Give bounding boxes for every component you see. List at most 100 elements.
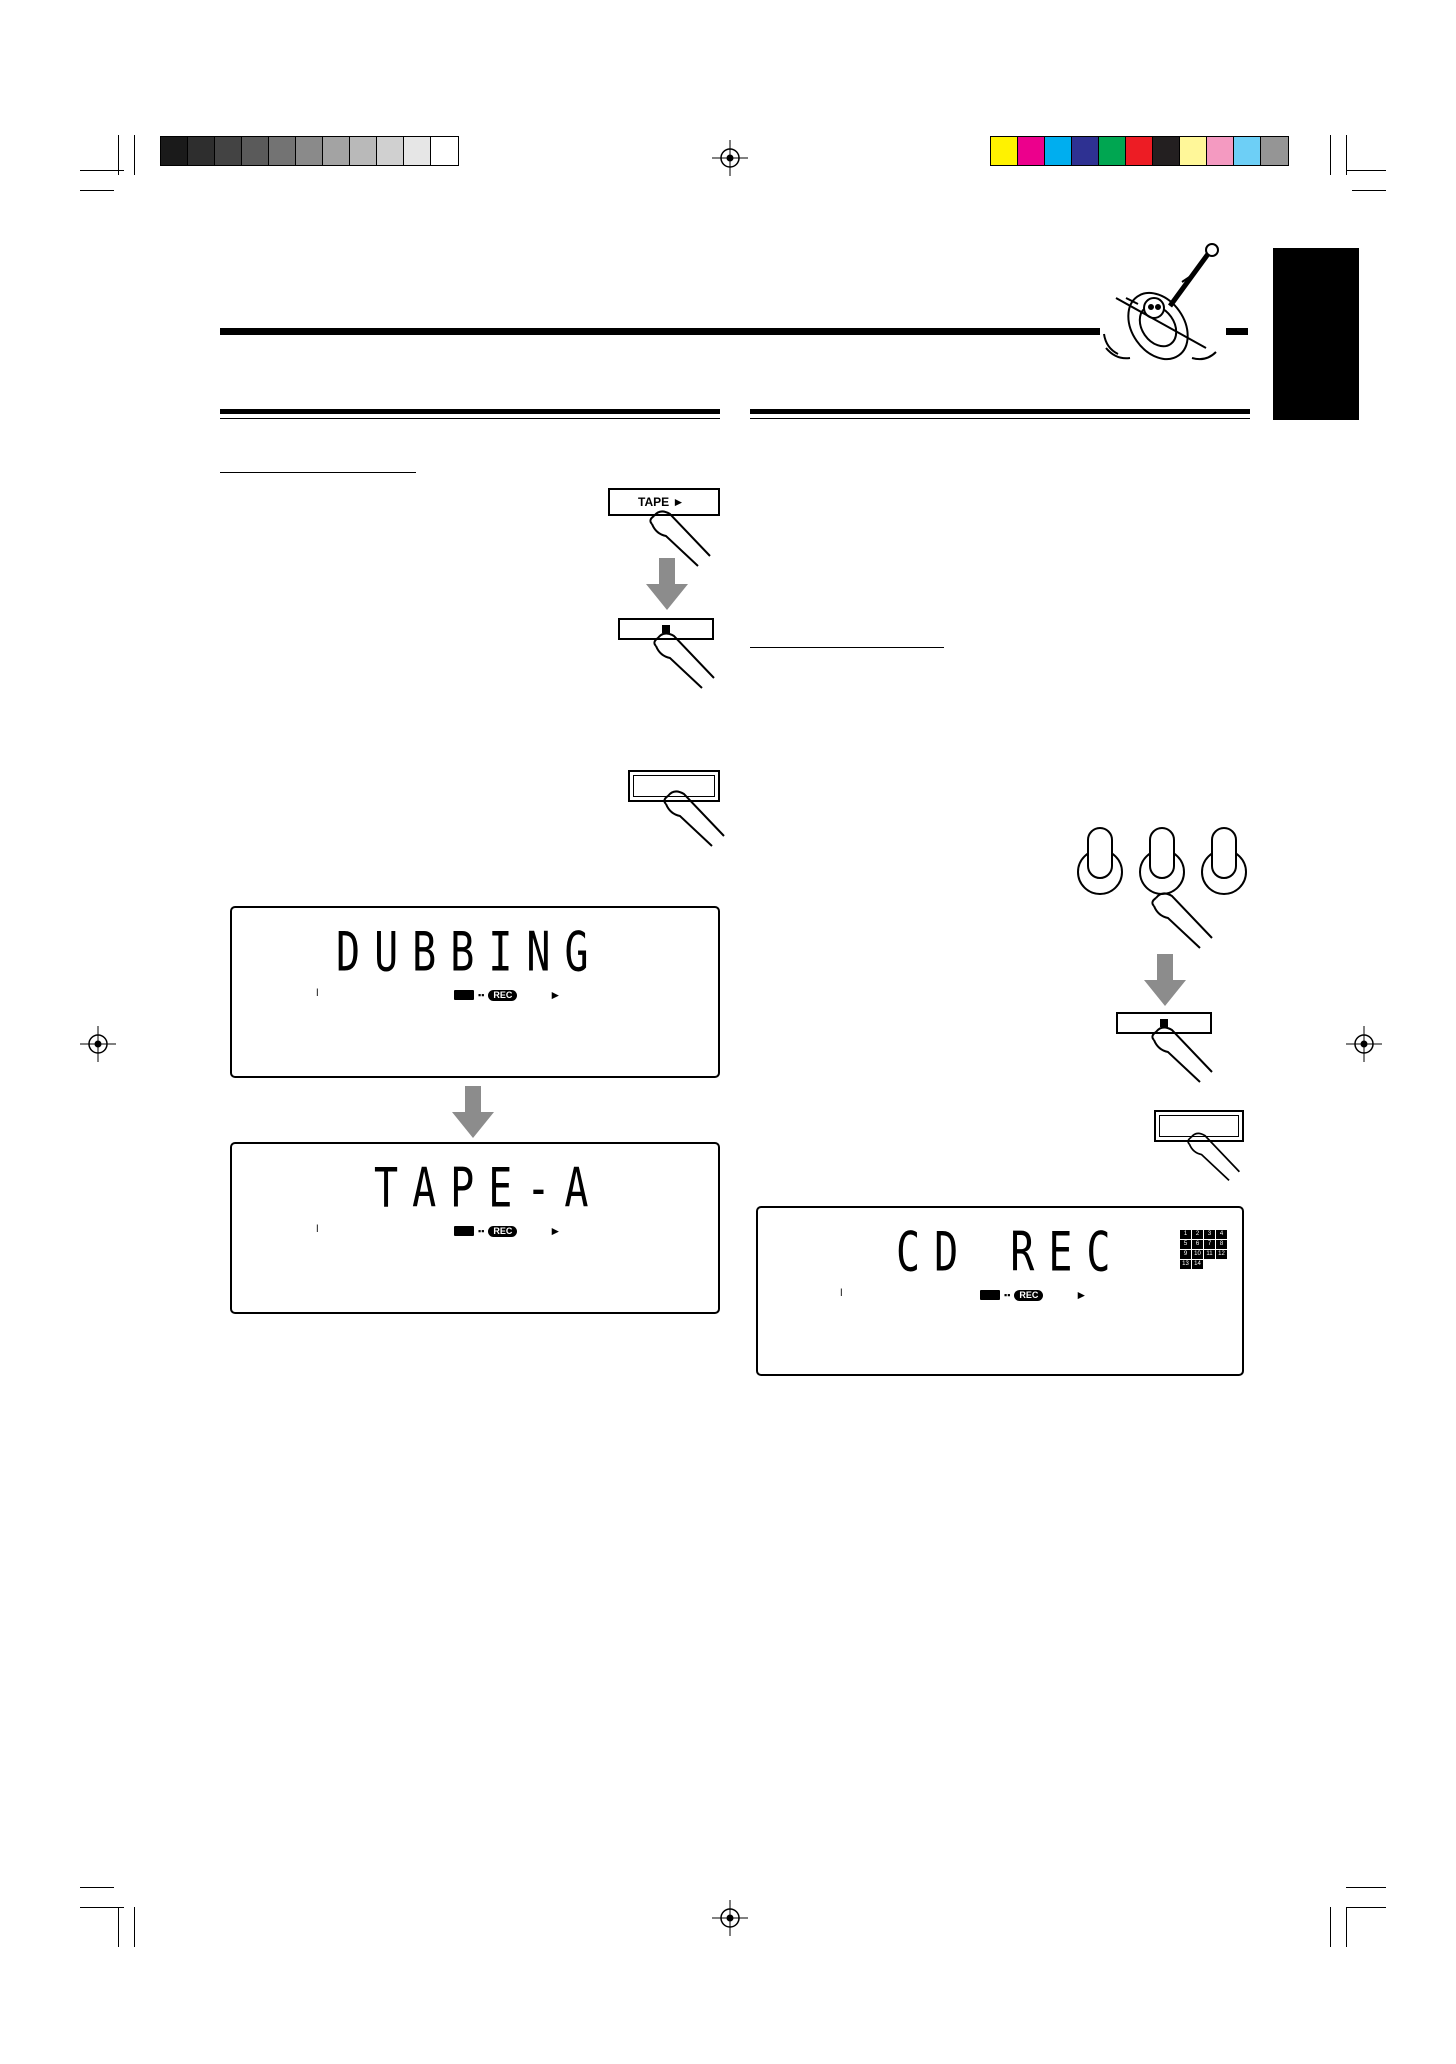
tick-mark: ǀ <box>316 1224 319 1235</box>
pressing-finger-icon <box>1151 892 1213 949</box>
gray-swatch <box>269 137 296 165</box>
color-swatch <box>1180 137 1207 165</box>
crop-mark <box>80 1887 114 1888</box>
indicator-row: ǀ <box>316 1224 319 1235</box>
color-swatch <box>1045 137 1072 165</box>
crop-mark <box>1346 1887 1386 1888</box>
tape-icon <box>454 990 474 1000</box>
registration-target-icon <box>80 1026 116 1062</box>
track-number: 1 <box>1180 1230 1191 1239</box>
tape-a-display: TAPE-A ǀ ▪▪ REC ► <box>230 1142 720 1314</box>
crop-mark <box>1346 1907 1386 1908</box>
blank-button[interactable] <box>628 770 720 802</box>
gray-swatch <box>431 137 458 165</box>
color-swatch <box>1099 137 1126 165</box>
indicator-row: ǀ <box>316 988 319 999</box>
track-number: 7 <box>1204 1240 1215 1249</box>
down-arrow-icon <box>646 558 688 610</box>
gray-swatch <box>296 137 323 165</box>
rec-badge: REC <box>488 1225 518 1237</box>
gray-swatch <box>323 137 350 165</box>
tape-rec-indicator: ▪▪ REC ► <box>454 1224 561 1238</box>
pressing-finger-icon <box>649 510 711 567</box>
track-number: 3 <box>1204 1230 1215 1239</box>
play-triangle-icon: ► <box>549 1224 562 1238</box>
signal-dots: ▪▪ <box>478 1226 485 1236</box>
color-swatch <box>1234 137 1261 165</box>
right-section-rule <box>750 409 1250 414</box>
pressing-finger-icon <box>653 632 715 689</box>
gray-swatch <box>350 137 377 165</box>
crop-mark <box>80 170 124 171</box>
display-text: TAPE-A <box>374 1158 603 1221</box>
crop-mark <box>1346 170 1386 171</box>
track-number: 11 <box>1204 1250 1215 1259</box>
down-arrow-icon <box>1144 954 1186 1006</box>
track-number: 13 <box>1180 1260 1191 1269</box>
color-swatch <box>1153 137 1180 165</box>
color-swatch <box>991 137 1018 165</box>
color-swatch <box>1072 137 1099 165</box>
tick-mark: ǀ <box>316 988 319 999</box>
tape-icon <box>454 1226 474 1236</box>
play-triangle-icon: ► <box>549 988 562 1002</box>
tick-mark: ǀ <box>840 1288 843 1299</box>
crop-mark <box>1352 190 1386 191</box>
stop-button[interactable] <box>1116 1012 1212 1034</box>
color-calibration-bar <box>990 136 1289 166</box>
left-subheading-underline <box>220 472 416 473</box>
color-swatch <box>1261 137 1288 165</box>
display-text: CD REC <box>896 1222 1125 1285</box>
registration-target-icon <box>1346 1026 1382 1062</box>
left-section-rule-thin <box>220 418 720 419</box>
blank-button[interactable] <box>1154 1110 1244 1142</box>
track-number: 2 <box>1192 1230 1203 1239</box>
violin-mascot-icon <box>1103 243 1219 361</box>
crop-mark <box>80 190 114 191</box>
down-arrow-icon <box>452 1086 494 1138</box>
pressing-finger-icon <box>1187 1132 1241 1182</box>
section-tab <box>1273 248 1359 420</box>
track-number: 6 <box>1192 1240 1203 1249</box>
source-selector-buttons[interactable] <box>1072 822 1254 898</box>
right-subheading-underline <box>750 647 944 648</box>
track-number: 8 <box>1216 1240 1227 1249</box>
rec-badge: REC <box>1014 1289 1044 1301</box>
stop-button[interactable] <box>618 618 714 640</box>
registration-target-icon <box>712 1900 748 1936</box>
indicator-row: ǀ <box>840 1288 843 1299</box>
gray-swatch <box>404 137 431 165</box>
gray-swatch <box>161 137 188 165</box>
header-rule <box>220 328 1100 335</box>
color-swatch <box>1018 137 1045 165</box>
track-number: 5 <box>1180 1240 1191 1249</box>
stop-square-icon <box>1160 1019 1168 1027</box>
left-section-rule <box>220 409 720 414</box>
signal-dots: ▪▪ <box>1004 1290 1011 1300</box>
gray-swatch <box>377 137 404 165</box>
tape-rec-indicator: ▪▪ REC ► <box>454 988 561 1002</box>
track-number: 14 <box>1192 1260 1203 1269</box>
right-section-rule-thin <box>750 418 1250 419</box>
crop-mark <box>134 135 135 175</box>
play-triangle-icon: ► <box>1075 1288 1088 1302</box>
crop-mark <box>1330 135 1331 175</box>
tape-rec-indicator: ▪▪ REC ► <box>980 1288 1087 1302</box>
pressing-finger-icon <box>1151 1026 1213 1083</box>
pressing-finger-icon <box>663 790 725 847</box>
crop-mark <box>118 135 119 175</box>
track-number: 9 <box>1180 1250 1191 1259</box>
dubbing-display: DUBBING ǀ ▪▪ REC ► <box>230 906 720 1078</box>
crop-mark <box>1346 1907 1347 1947</box>
gray-swatch <box>242 137 269 165</box>
crop-mark <box>80 1907 124 1908</box>
display-text: DUBBING <box>336 922 603 985</box>
crop-mark <box>1346 135 1347 175</box>
crop-mark <box>1330 1907 1331 1947</box>
track-number: 4 <box>1216 1230 1227 1239</box>
track-number: 12 <box>1216 1250 1227 1259</box>
tape-play-label: TAPE ► <box>638 495 685 509</box>
color-swatch <box>1126 137 1153 165</box>
